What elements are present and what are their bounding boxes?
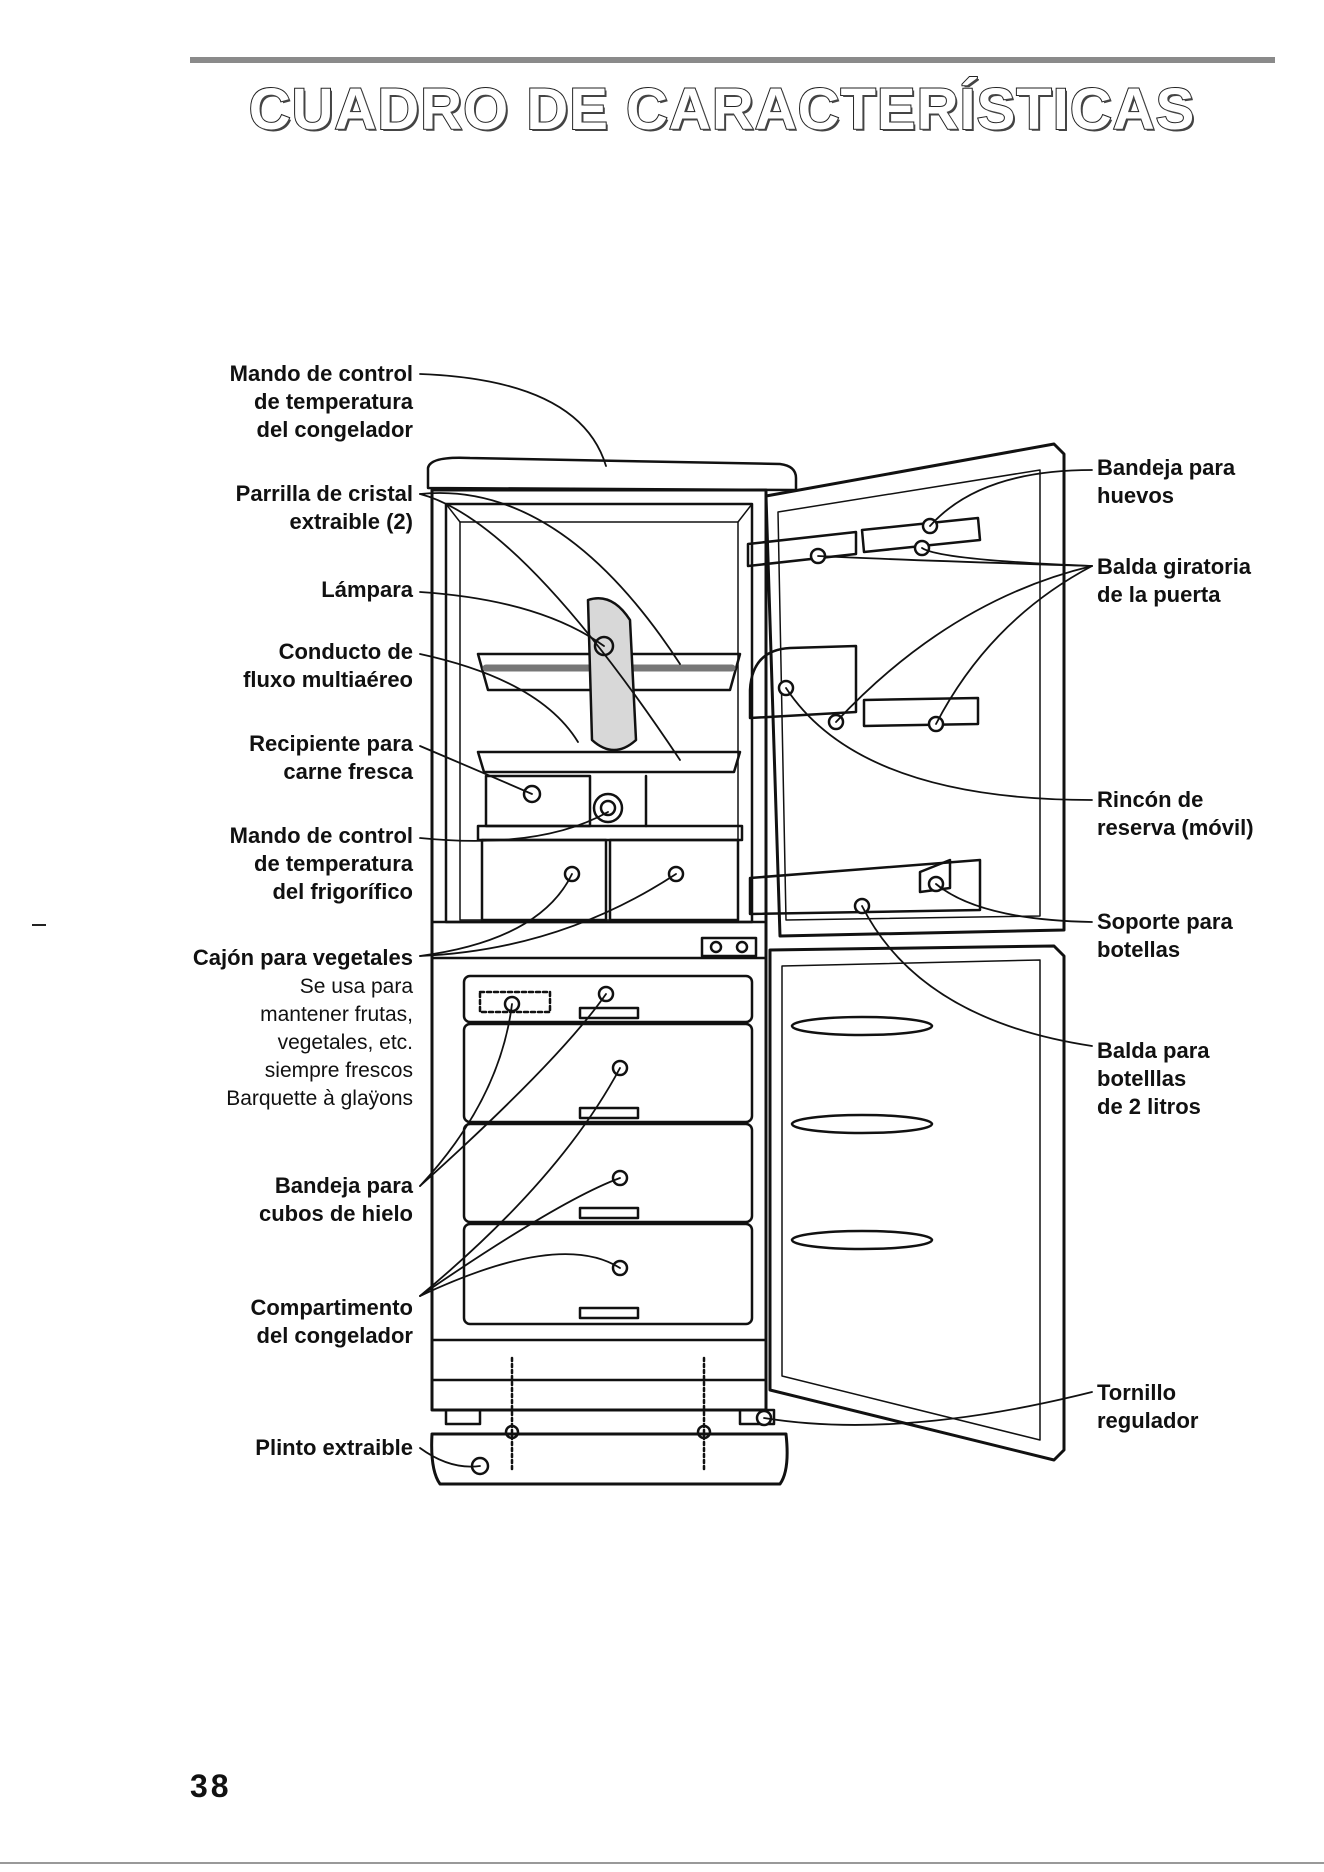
margin-mark — [32, 924, 46, 926]
footer-rule — [0, 1862, 1324, 1864]
label-lampara: Lámpara — [321, 577, 413, 602]
page-number: 38 — [190, 1768, 232, 1804]
leader-lines — [419, 373, 1093, 1468]
label-plinto: Plinto extraible — [255, 1435, 413, 1460]
fridge-door — [746, 442, 1066, 1462]
header-rule — [190, 57, 1275, 63]
label-cajon: Cajón para vegetales — [192, 945, 413, 970]
page-title: CUADRO DE CARACTERÍSTICAS — [248, 76, 1196, 143]
fridge-body — [426, 456, 798, 1486]
